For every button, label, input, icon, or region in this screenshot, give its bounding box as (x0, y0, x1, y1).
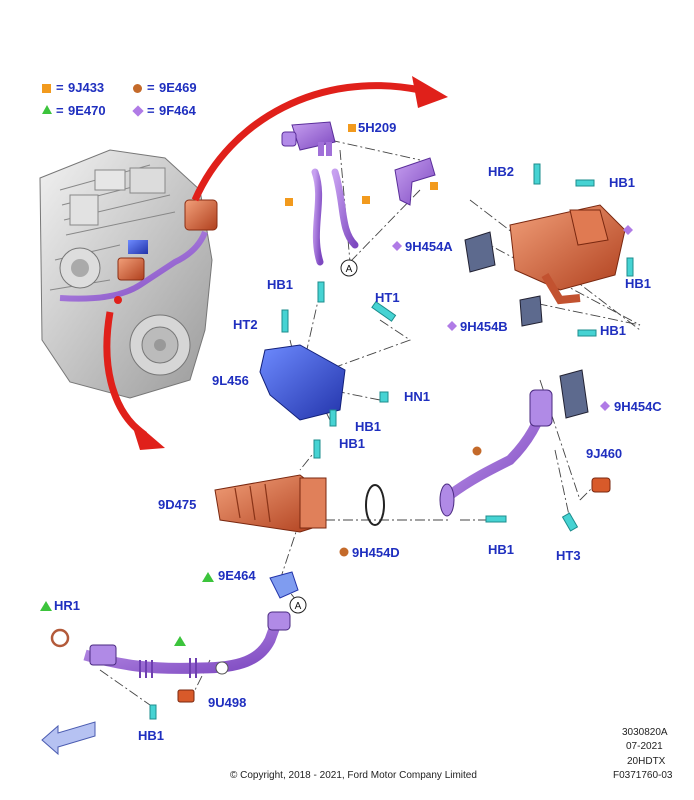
egr-tube-lower-part (83, 611, 291, 678)
callout-hb1-f: HB1 (339, 436, 366, 451)
callout-hb1-d: HB1 (267, 277, 294, 292)
callout-9h454a: 9H454A (405, 239, 453, 254)
callout-9u498: 9U498 (208, 695, 247, 710)
gasket-9h454a (464, 231, 496, 273)
footer-code-3: 20HDTX (627, 756, 666, 767)
footer-code-2: 07-2021 (626, 741, 663, 752)
temperature-sensor-9j460 (591, 477, 611, 493)
footer-copyright: © Copyright, 2018 - 2021, Ford Motor Com… (230, 770, 477, 781)
sensor-9u498 (177, 689, 195, 703)
gasket-9h454b (519, 295, 543, 327)
callout-hb1-e: HB1 (355, 419, 382, 434)
callout-9h454b: 9H454B (460, 319, 508, 334)
pressure-sensor-part (281, 121, 336, 156)
marker-diamond-4 (600, 401, 610, 411)
callout-9h454d: 9H454D (352, 545, 400, 560)
bracket-9l456-part (259, 344, 346, 421)
callout-9l456: 9L456 (212, 373, 249, 388)
engine-block-illustration (39, 149, 218, 399)
callout-9e464: 9E464 (218, 568, 256, 583)
legend-eq: = (147, 103, 155, 118)
seal-ring-hr1 (50, 628, 70, 648)
egr-cooler-part (509, 204, 626, 305)
callout-9j460: 9J460 (586, 446, 623, 461)
legend-eq: = (147, 80, 155, 95)
egr-valve-part (214, 474, 327, 533)
footer-code-4: F0371760-03 (613, 770, 673, 781)
marker-triangle-3 (40, 601, 52, 611)
callout-hb1-g: HB1 (488, 542, 515, 557)
callout-hb1-h: HB1 (138, 728, 165, 743)
callout-ht3: HT3 (556, 548, 581, 563)
callout-ht1: HT1 (375, 290, 400, 305)
legend-code-9e469: 9E469 (159, 80, 197, 95)
ref-marker-a-lower: A (295, 601, 302, 612)
marker-circle-2 (339, 547, 349, 557)
callout-ht2: HT2 (233, 317, 258, 332)
callout-hb1-c: HB1 (600, 323, 627, 338)
legend-eq: = (56, 80, 64, 95)
marker-diamond-1 (623, 225, 633, 235)
marker-square-2 (362, 196, 370, 204)
callout-hn1: HN1 (404, 389, 431, 404)
marker-circle-1 (472, 446, 482, 456)
callout-hb1-a: HB1 (609, 175, 636, 190)
sensor-bracket-part (394, 157, 436, 206)
marker-square-1 (285, 198, 293, 206)
callout-5h209: 5H209 (358, 120, 397, 135)
callout-hr1: HR1 (54, 598, 81, 613)
legend-square-marker (42, 84, 51, 93)
marker-triangle-1 (174, 636, 186, 646)
front-direction-arrow (41, 721, 96, 756)
ref-marker-a-upper: A (346, 264, 353, 275)
marker-square-4 (348, 124, 356, 132)
legend-code-9e470: 9E470 (68, 103, 106, 118)
vacuum-hoses-part (311, 168, 359, 266)
legend-code-9f464: 9F464 (159, 103, 196, 118)
marker-square-3 (430, 182, 438, 190)
marker-diamond-3 (447, 321, 457, 331)
legend-code-9j433: 9J433 (68, 80, 105, 95)
egr-tube-upper-part (439, 389, 553, 517)
marker-diamond-2 (392, 241, 402, 251)
legend-circle-marker (133, 84, 142, 93)
gasket-9h454c (559, 369, 589, 419)
red-arrow-upper (191, 82, 421, 202)
legend-triangle-marker (42, 105, 52, 114)
callout-9d475: 9D475 (158, 497, 197, 512)
marker-triangle-2 (202, 572, 214, 582)
callout-hb2: HB2 (488, 164, 515, 179)
legend-eq: = (56, 103, 64, 118)
callout-hb1-b: HB1 (625, 276, 652, 291)
callout-9h454c: 9H454C (614, 399, 662, 414)
gasket-9h454d (365, 484, 385, 526)
bracket-9e464-part (269, 571, 299, 599)
fasteners (149, 163, 634, 720)
footer-code-1: 3030820A (622, 727, 668, 738)
